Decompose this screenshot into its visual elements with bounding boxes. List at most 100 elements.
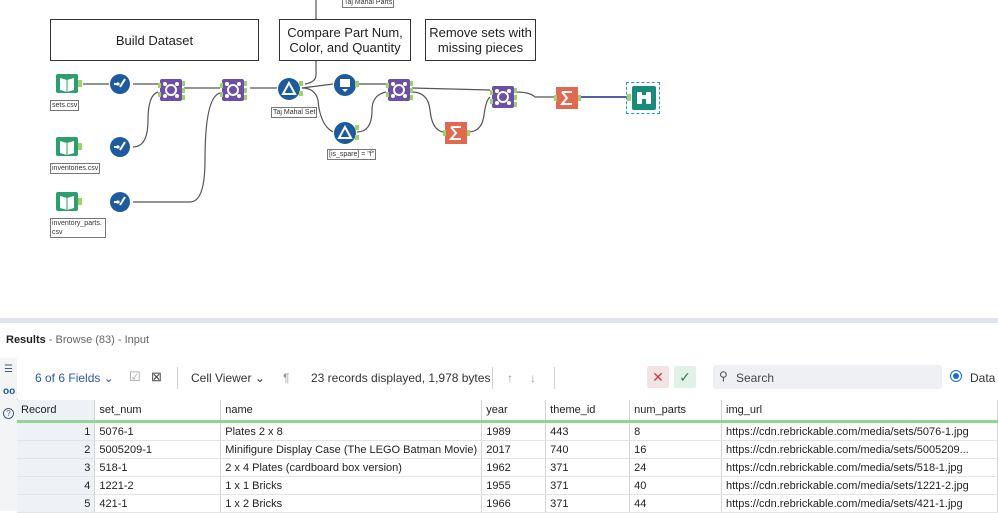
cell-year[interactable]: 1966 xyxy=(481,494,547,513)
cell-num-parts[interactable]: 24 xyxy=(629,458,722,477)
fields-label: 6 of 6 Fields xyxy=(35,371,101,385)
cell-theme-id[interactable]: 371 xyxy=(545,476,631,495)
pilcrow-icon[interactable]: ¶ xyxy=(283,371,290,385)
table-row[interactable]: 3 518-1 2 x 4 Plates (cardboard box vers… xyxy=(17,458,998,477)
cell-year[interactable]: 1955 xyxy=(481,476,547,495)
filter-tool-taj-mahal[interactable] xyxy=(277,77,303,106)
column-header-name[interactable]: name xyxy=(220,400,483,423)
cell-theme-id[interactable]: 371 xyxy=(545,458,631,477)
join-tool-2[interactable] xyxy=(220,78,248,107)
workflow-connections xyxy=(83,0,628,203)
select-tool-1[interactable] xyxy=(109,73,133,100)
arrow-down-icon[interactable]: ↓ xyxy=(530,371,536,385)
cell-num-parts[interactable]: 16 xyxy=(629,440,722,459)
cell-img-url[interactable]: https://cdn.rebrickable.com/media/sets/1… xyxy=(721,476,998,495)
pane-divider[interactable] xyxy=(0,318,998,323)
fields-dropdown[interactable]: 6 of 6 Fields ⌄ xyxy=(35,371,114,385)
browse-tool[interactable] xyxy=(626,82,660,114)
records-info: 23 records displayed, 1,978 bytes xyxy=(311,371,491,385)
search-input[interactable]: ⚲ Search xyxy=(713,365,942,389)
cell-year[interactable]: 2017 xyxy=(481,440,547,459)
cell-year[interactable]: 1989 xyxy=(481,421,547,441)
table-row[interactable]: 5 421-1 1 x 2 Bricks 1966 371 44 https:/… xyxy=(17,494,998,513)
cell-img-url[interactable]: https://cdn.rebrickable.com/media/sets/5… xyxy=(721,458,998,477)
cell-theme-id[interactable]: 443 xyxy=(545,421,631,441)
cell-img-url[interactable]: https://cdn.rebrickable.com/media/sets/5… xyxy=(721,440,998,459)
data-radio[interactable] xyxy=(950,370,962,382)
filter-tool-is-spare[interactable] xyxy=(333,121,359,150)
cell-name[interactable]: 1 x 1 Bricks xyxy=(220,476,483,495)
list-icon[interactable]: ☰ xyxy=(4,364,13,375)
results-side-rail: ☰ oo ? xyxy=(0,358,18,511)
label-inventory-parts: inventory_parts.csv xyxy=(50,218,106,238)
cell-record: 2 xyxy=(17,440,96,459)
toolbar-divider xyxy=(177,367,178,389)
summarize-tool-2[interactable] xyxy=(554,86,582,115)
input-tool-inventory-parts[interactable] xyxy=(56,191,82,218)
data-radio-label: Data xyxy=(970,371,996,385)
chevron-down-icon: ⌄ xyxy=(254,371,265,385)
column-header-num-parts[interactable]: num_parts xyxy=(629,400,722,423)
cell-set-num[interactable]: 1221-2 xyxy=(94,476,222,495)
cell-viewer-dropdown[interactable]: Cell Viewer ⌄ xyxy=(191,371,265,385)
results-toolbar: 6 of 6 Fields ⌄ ☑ ⊠ Cell Viewer ⌄ ¶ 23 r… xyxy=(17,358,998,398)
toolbar-divider xyxy=(492,367,493,389)
join-tool-3[interactable] xyxy=(386,78,414,107)
cell-set-num[interactable]: 421-1 xyxy=(94,494,222,513)
checkbox-select-icon[interactable]: ☑ xyxy=(129,369,141,384)
input-tool-inventories[interactable] xyxy=(56,136,82,163)
check-icon[interactable]: ✓ xyxy=(674,366,696,388)
column-header-year[interactable]: year xyxy=(481,400,547,423)
cell-name[interactable]: 2 x 4 Plates (cardboard box version) xyxy=(220,458,483,477)
cell-theme-id[interactable]: 740 xyxy=(545,440,631,459)
toolbar-divider xyxy=(554,367,555,389)
workflow-canvas[interactable]: Build Dataset Compare Part Num, Color, a… xyxy=(0,0,998,318)
cell-img-url[interactable]: https://cdn.rebrickable.com/media/sets/4… xyxy=(721,494,998,513)
select-tool-3[interactable] xyxy=(109,191,133,218)
cell-year[interactable]: 1962 xyxy=(481,458,547,477)
cell-num-parts[interactable]: 44 xyxy=(629,494,722,513)
join-tool-1[interactable] xyxy=(158,78,186,107)
table-row[interactable]: 2 5005209-1 Minifigure Display Case (The… xyxy=(17,440,998,459)
cell-set-num[interactable]: 5076-1 xyxy=(94,421,222,441)
select-records-tool[interactable] xyxy=(333,73,359,102)
comment-build-dataset[interactable]: Build Dataset xyxy=(50,19,259,61)
cell-viewer-label: Cell Viewer xyxy=(191,371,252,385)
cell-set-num[interactable]: 518-1 xyxy=(94,458,222,477)
cell-set-num[interactable]: 5005209-1 xyxy=(94,440,222,459)
column-header-record[interactable]: Record xyxy=(17,400,96,423)
column-header-set-num[interactable]: set_num xyxy=(94,400,222,423)
column-header-theme-id[interactable]: theme_id xyxy=(545,400,631,423)
label-top-partial: Taj Mahal Parts xyxy=(342,0,395,8)
close-icon[interactable]: ✕ xyxy=(647,366,669,388)
select-tool-2[interactable] xyxy=(109,136,133,163)
cell-theme-id[interactable]: 371 xyxy=(545,494,631,513)
binoculars-icon[interactable]: oo xyxy=(3,386,16,397)
deselect-icon[interactable]: ⊠ xyxy=(151,369,162,384)
comment-compare[interactable]: Compare Part Num, Color, and Quantity xyxy=(279,19,411,61)
help-icon[interactable]: ? xyxy=(3,408,14,419)
label-filter-is-spare: [is_spare] = "f" xyxy=(327,149,377,160)
results-subtitle: - Browse (83) - Input xyxy=(48,334,150,346)
join-tool-4[interactable] xyxy=(490,85,518,114)
cell-record: 5 xyxy=(17,494,96,513)
search-placeholder: Search xyxy=(736,371,775,385)
cell-img-url[interactable]: https://cdn.rebrickable.com/media/sets/5… xyxy=(721,421,998,441)
table-header-row: Record set_num name year theme_id num_pa… xyxy=(17,400,998,423)
summarize-tool-1[interactable] xyxy=(443,121,471,150)
cell-record: 4 xyxy=(17,476,96,495)
cell-name[interactable]: Minifigure Display Case (The LEGO Batman… xyxy=(220,440,483,459)
comment-remove-sets[interactable]: Remove sets with missing pieces xyxy=(425,19,536,61)
cell-name[interactable]: 1 x 2 Bricks xyxy=(220,494,483,513)
cell-num-parts[interactable]: 8 xyxy=(629,421,722,441)
results-header: Results - Browse (83) - Input xyxy=(0,323,998,355)
results-table: Record set_num name year theme_id num_pa… xyxy=(17,400,998,513)
label-inventories: inventories.csv xyxy=(50,163,101,174)
input-tool-sets[interactable] xyxy=(56,73,82,100)
table-row[interactable]: 4 1221-2 1 x 1 Bricks 1955 371 40 https:… xyxy=(17,476,998,495)
cell-name[interactable]: Plates 2 x 8 xyxy=(220,421,483,441)
column-header-img-url[interactable]: img_url xyxy=(721,400,998,423)
arrow-up-icon[interactable]: ↑ xyxy=(507,371,513,385)
cell-num-parts[interactable]: 40 xyxy=(629,476,722,495)
table-row[interactable]: 1 5076-1 Plates 2 x 8 1989 443 8 https:/… xyxy=(17,421,998,441)
